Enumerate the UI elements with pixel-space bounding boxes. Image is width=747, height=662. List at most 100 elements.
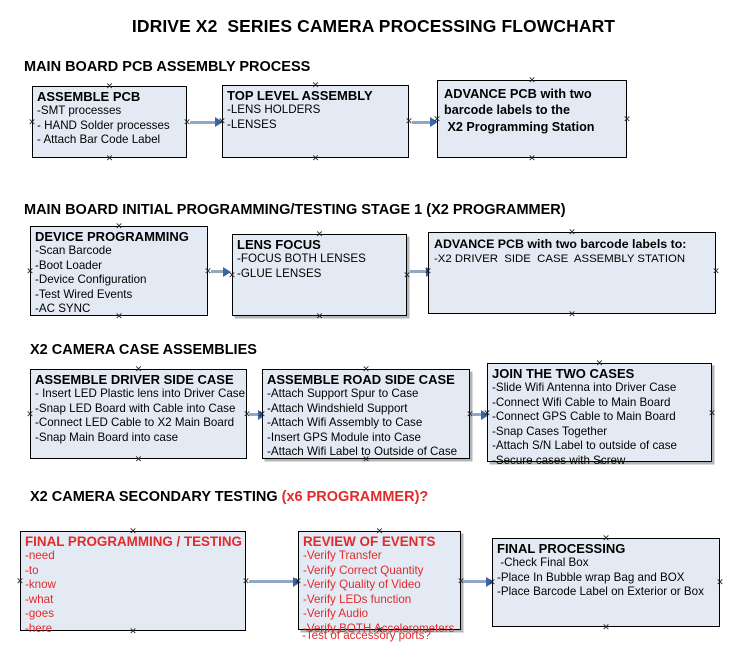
box-content: JOIN THE TWO CASES -Slide Wifi Antenna i… <box>492 366 709 467</box>
connector-arrowhead <box>223 266 231 277</box>
box-line: -Connect GPS Cable to Main Board <box>492 410 676 424</box>
connector-arrowhead <box>486 576 494 587</box>
connector-line <box>463 580 488 583</box>
connector-arrowhead <box>293 576 301 587</box>
box-line: -to <box>25 563 39 577</box>
flow-box-assemble-road-side-case[interactable]: ASSEMBLE ROAD SIDE CASE -Attach Support … <box>262 369 470 459</box>
connector-line <box>211 270 225 273</box>
box-line: -Snap Cases Together <box>492 424 608 438</box>
flow-box-final-processing[interactable]: FINAL PROCESSING -Check Final Box -Place… <box>492 538 720 627</box>
box-title: ADVANCE PCB with two <box>444 86 592 101</box>
box-line: X2 Programming Station <box>444 120 595 134</box>
box-line: -Slide Wifi Antenna into Driver Case <box>492 381 677 394</box>
box-line: -Secure cases with Screw <box>492 453 626 467</box>
flow-box-final-programming-testing[interactable]: FINAL PROGRAMMING / TESTING -need -to -k… <box>20 531 246 635</box>
section-heading-4-text: X2 CAMERA SECONDARY TESTING <box>30 489 282 505</box>
box-title: FINAL PROCESSING <box>497 541 626 556</box>
section-heading-2: MAIN BOARD INITIAL PROGRAMMING/TESTING S… <box>24 202 566 218</box>
box-title: ASSEMBLE PCB <box>37 89 141 104</box>
box-line: -Boot Loader <box>35 258 103 272</box>
box-line: -Verify Quality of Video <box>303 578 421 592</box>
flow-box-join-the-two-cases[interactable]: JOIN THE TWO CASES -Slide Wifi Antenna i… <box>487 363 712 467</box>
box-content: ADVANCE PCB with two barcode labels to t… <box>444 85 624 157</box>
box-line: -Check Final Box <box>497 556 589 569</box>
flow-box-assemble-pcb[interactable]: ASSEMBLE PCB -SMT processes - HAND Solde… <box>32 86 187 158</box>
connector-line <box>249 580 295 583</box>
connector-arrowhead <box>215 117 223 127</box>
box-line: -Verify LEDs function <box>303 592 412 606</box>
flow-box-advance-pcb-programming-station[interactable]: ADVANCE PCB with two barcode labels to t… <box>437 80 627 158</box>
flow-box-assemble-driver-side-case[interactable]: ASSEMBLE DRIVER SIDE CASE - Insert LED P… <box>30 369 247 459</box>
box-line: -Insert GPS Module into Case <box>267 430 422 444</box>
box-line: barcode labels to the <box>444 103 570 117</box>
box-title: TOP LEVEL ASSEMBLY <box>227 88 373 103</box>
connector-arrowhead <box>430 117 438 127</box>
flow-box-review-of-events[interactable]: REVIEW OF EVENTS -Verify Transfer -Verif… <box>298 531 461 635</box>
box-line: -Connect Wifi Cable to Main Board <box>492 395 671 409</box>
box-line: -Verify Correct Quantity <box>303 563 424 577</box>
box-line: -Place Barcode Label on Exterior or Box <box>497 585 704 599</box>
page-title: IDRIVE X2 SERIES CAMERA PROCESSING FLOWC… <box>131 16 616 36</box>
box-content: FINAL PROGRAMMING / TESTING -need -to -k… <box>25 534 243 635</box>
box-line: -what <box>25 592 54 606</box>
box-line: -FOCUS BOTH LENSES <box>237 252 366 265</box>
box-content: ASSEMBLE DRIVER SIDE CASE - Insert LED P… <box>35 372 246 458</box>
box-content: ASSEMBLE ROAD SIDE CASE -Attach Support … <box>267 372 467 458</box>
box-title: LENS FOCUS <box>237 237 321 252</box>
connector-line <box>190 120 217 124</box>
connector-line <box>412 120 432 124</box>
section-heading-4: X2 CAMERA SECONDARY TESTING (x6 PROGRAMM… <box>30 489 428 505</box>
box-line: -GLUE LENSES <box>237 266 322 280</box>
box-overflow-line: -Test of accessory ports? <box>302 629 431 642</box>
box-line: -LENS HOLDERS <box>227 103 321 116</box>
box-content: ASSEMBLE PCB -SMT processes - HAND Solde… <box>37 89 184 157</box>
connector-line <box>410 270 428 273</box>
box-line: -Attach Wifi Label to Outside of Case <box>267 445 458 459</box>
box-line: -Device Configuration <box>35 273 147 287</box>
box-title: ADVANCE PCB with two barcode labels to: <box>434 237 687 251</box>
box-content: TOP LEVEL ASSEMBLY -LENS HOLDERS -LENSES <box>227 88 406 157</box>
connector-arrowhead <box>481 409 489 420</box>
box-line: -SMT processes <box>37 104 122 117</box>
section-heading-3: X2 CAMERA CASE ASSEMBLIES <box>30 342 257 358</box>
section-heading-4-accent: (x6 PROGRAMMER)? <box>281 489 429 505</box>
box-title: ASSEMBLE DRIVER SIDE CASE <box>35 372 234 387</box>
flow-box-device-programming[interactable]: DEVICE PROGRAMMING -Scan Barcode -Boot L… <box>30 226 208 316</box>
box-line: -Verify Transfer <box>303 549 382 562</box>
box-line: -AC SYNC <box>35 302 91 316</box>
box-content: DEVICE PROGRAMMING -Scan Barcode -Boot L… <box>35 229 205 315</box>
box-line: -here <box>25 621 53 635</box>
box-content: LENS FOCUS -FOCUS BOTH LENSES -GLUE LENS… <box>237 237 404 315</box>
box-title: DEVICE PROGRAMMING <box>35 229 189 244</box>
box-line: -Scan Barcode <box>35 244 112 257</box>
box-line: -X2 DRIVER SIDE CASE ASSEMBLY STATION <box>434 253 686 265</box>
flow-box-advance-pcb-driver-side[interactable]: ADVANCE PCB with two barcode labels to: … <box>428 232 716 314</box>
box-line: - HAND Solder processes <box>37 118 170 132</box>
flow-box-top-level-assembly[interactable]: TOP LEVEL ASSEMBLY -LENS HOLDERS -LENSES <box>222 85 409 158</box>
box-line: -Snap Main Board into case <box>35 430 179 444</box>
flow-box-lens-focus[interactable]: LENS FOCUS -FOCUS BOTH LENSES -GLUE LENS… <box>232 234 407 316</box>
section-heading-1: MAIN BOARD PCB ASSEMBLY PROCESS <box>24 59 311 75</box>
box-line: -know <box>25 578 56 592</box>
box-line: -Attach Support Spur to Case <box>267 387 419 400</box>
box-title: FINAL PROGRAMMING / TESTING <box>25 534 242 549</box>
box-line: -Snap LED Board with Cable into Case <box>35 401 236 415</box>
box-title: JOIN THE TWO CASES <box>492 366 635 381</box>
box-line: -Test Wired Events <box>35 287 133 301</box>
box-line: -LENSES <box>227 117 277 131</box>
connector-line <box>472 413 483 416</box>
box-content: FINAL PROCESSING -Check Final Box -Place… <box>497 541 717 626</box>
box-line: -need <box>25 549 55 562</box>
box-line: -Place In Bubble wrap Bag and BOX <box>497 570 685 584</box>
box-title: ASSEMBLE ROAD SIDE CASE <box>267 372 455 387</box>
box-content: ADVANCE PCB with two barcode labels to: … <box>434 236 713 313</box>
box-line: -goes <box>25 607 55 621</box>
box-line: -Attach Wifi Assembly to Case <box>267 416 423 430</box>
box-title: REVIEW OF EVENTS <box>303 534 436 549</box>
box-line: - Attach Bar Code Label <box>37 133 161 147</box>
box-line: -Verify BOTH Accelerometers <box>303 621 455 635</box>
box-line: -Attach S/N Label to outside of case <box>492 439 677 453</box>
box-line: - Insert LED Plastic lens into Driver Ca… <box>35 387 246 400</box>
connector-line <box>249 413 260 416</box>
